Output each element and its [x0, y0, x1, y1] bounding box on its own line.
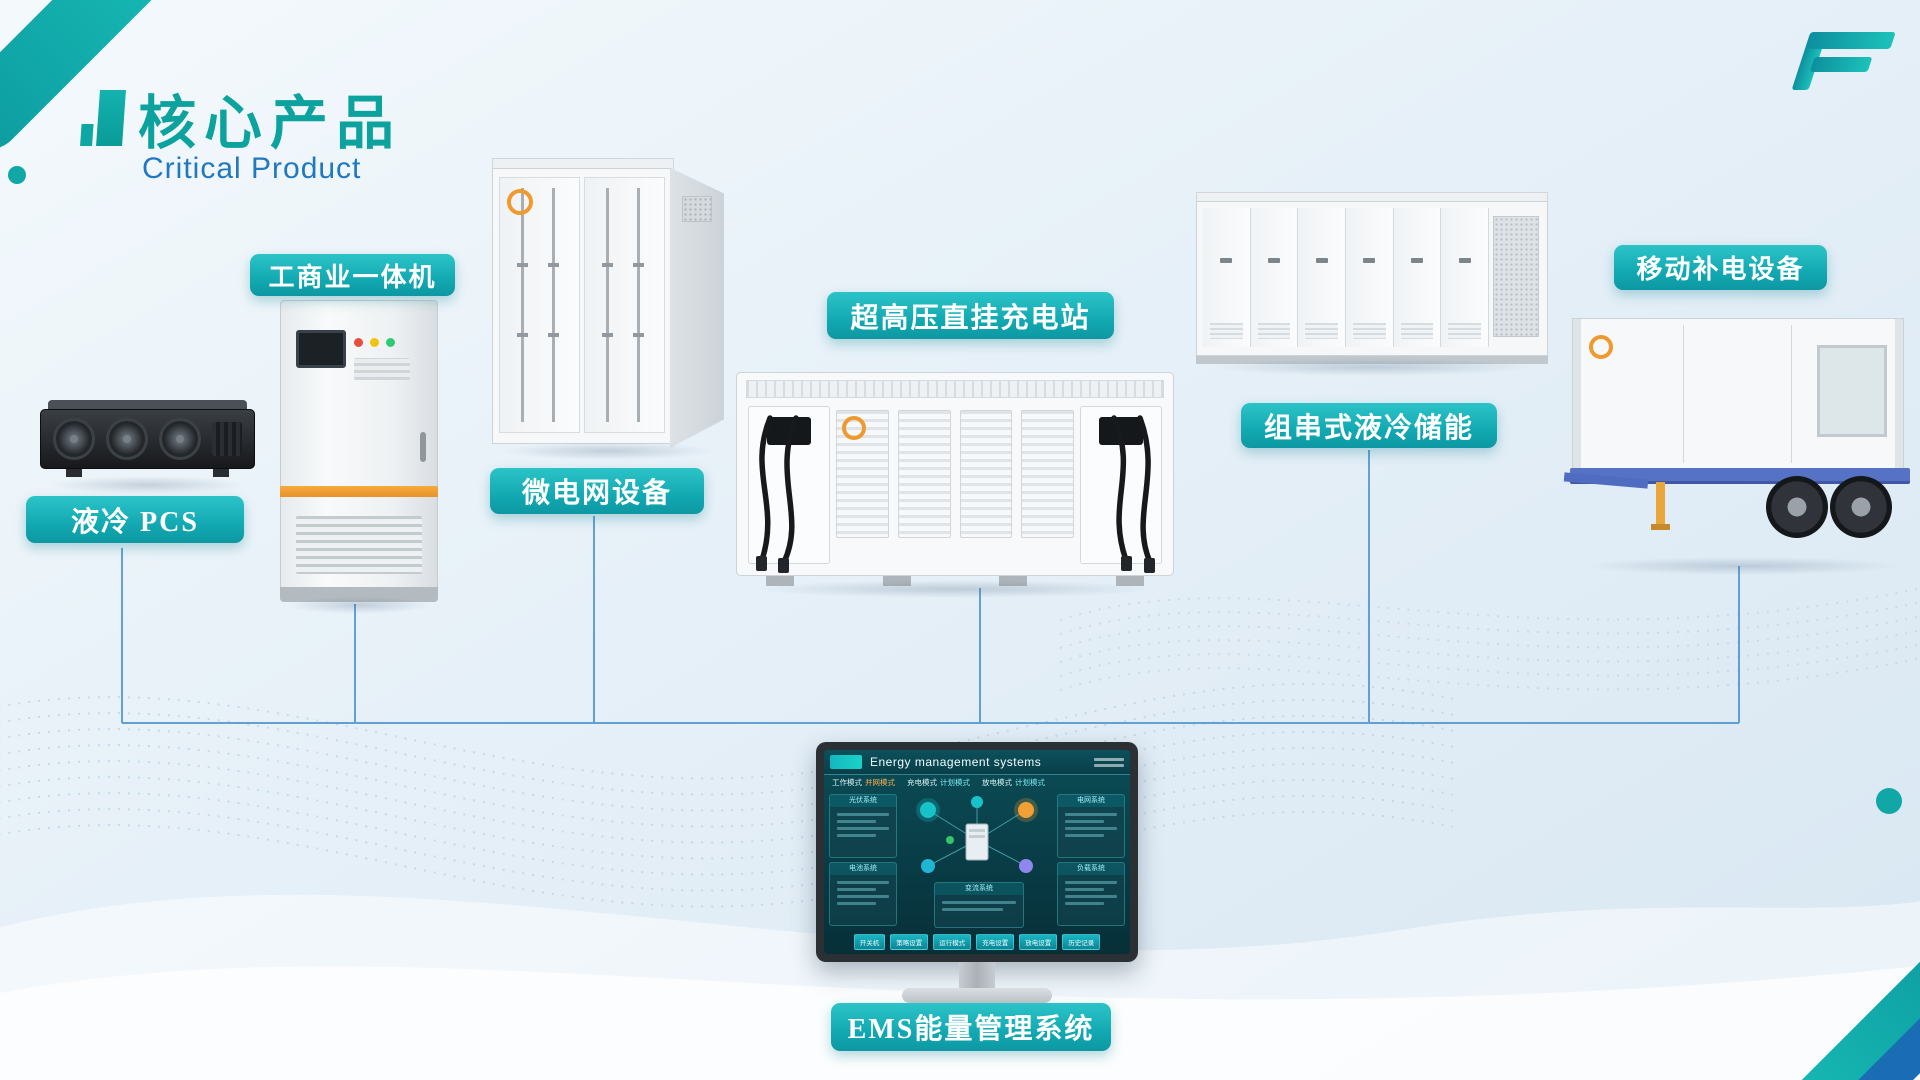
pcs-feet — [40, 469, 255, 477]
pcs-chassis — [40, 409, 255, 469]
status-item: 工作模式并网模式 — [832, 777, 895, 787]
shadow — [1583, 557, 1902, 575]
door-panel — [584, 177, 665, 433]
shadow — [1210, 358, 1534, 376]
ems-panel-converter: 变流系统 — [934, 882, 1024, 928]
container-base — [1196, 356, 1548, 364]
door-row — [1203, 208, 1490, 347]
ems-button: 开关机 — [853, 934, 886, 950]
ems-logo-icon — [830, 755, 862, 769]
pcs-vent-panel — [212, 422, 242, 456]
ems-button-row: 开关机 策略设置 运行模式 充电设置 放电设置 历史记录 — [824, 934, 1130, 950]
fan-icon — [53, 418, 95, 460]
ems-panel-pv: 光伏系统 — [829, 794, 897, 858]
ems-panel-load: 负载系统 — [1057, 862, 1125, 926]
ems-clock — [1094, 757, 1124, 767]
monitor-neck — [959, 962, 995, 988]
product-liquid-cooled-pcs — [40, 400, 255, 494]
monitor-bezel: Energy management systems 工作模式并网模式 充电模式计… — [816, 742, 1138, 962]
charging-cables-icon — [1111, 415, 1155, 573]
ems-status-row: 工作模式并网模式 充电模式计划模式 放电模式计划模式 — [824, 774, 1130, 790]
panel-title: 变流系统 — [935, 883, 1023, 895]
corner-dot-teal — [8, 166, 26, 184]
ems-button: 运行模式 — [933, 934, 972, 950]
trailer-frame — [1570, 468, 1910, 484]
charging-cables-icon — [756, 415, 799, 573]
label-microgrid: 微电网设备 — [490, 468, 704, 514]
door-handle — [420, 432, 426, 462]
label-ems: EMS能量管理系统 — [831, 1003, 1111, 1051]
ems-monitor: Energy management systems 工作模式并网模式 充电模式计… — [816, 742, 1138, 1004]
container-body — [1572, 318, 1904, 470]
landing-leg — [1651, 482, 1670, 530]
panel-title: 光伏系统 — [830, 795, 896, 807]
orange-stripe — [280, 486, 438, 497]
brand-badge-icon — [507, 189, 533, 215]
ems-flow-diagram — [916, 796, 1038, 873]
panel-title: 电池系统 — [830, 863, 896, 875]
louver-doors — [836, 410, 1074, 538]
label-string-storage: 组串式液冷储能 — [1241, 403, 1497, 448]
door-panel — [499, 177, 580, 433]
open-bay — [1817, 345, 1887, 437]
top-vent — [746, 380, 1164, 398]
ems-panel-grid: 电网系统 — [1057, 794, 1125, 858]
label-mobile-power: 移动补电设备 — [1614, 245, 1827, 290]
brand-badge-icon — [1589, 335, 1613, 359]
brand-logo-icon — [1791, 30, 1905, 100]
cabinet-keypad — [354, 358, 410, 380]
brand-badge-icon — [842, 416, 866, 440]
status-item: 充电模式计划模式 — [907, 777, 970, 787]
ems-title: Energy management systems — [870, 755, 1042, 769]
cabinet-base — [280, 587, 438, 602]
ems-panel-battery: 电池系统 — [829, 862, 897, 926]
end-vent — [1493, 216, 1539, 337]
ems-header: Energy management systems — [824, 750, 1130, 775]
panel-title: 负载系统 — [1058, 863, 1124, 875]
monitor-base — [902, 988, 1052, 1003]
page-subtitle: Critical Product — [142, 152, 362, 185]
container-side — [670, 167, 724, 448]
pcs-top-edge — [48, 400, 247, 409]
shadow — [48, 476, 247, 494]
product-microgrid-container — [492, 158, 724, 460]
fan-icon — [159, 418, 201, 460]
vent-grille — [296, 516, 422, 574]
title-mark-icon — [96, 90, 126, 146]
ems-button: 历史记录 — [1062, 934, 1101, 950]
station-feet — [736, 576, 1174, 586]
container-body — [1196, 201, 1548, 356]
indicator-lights — [354, 338, 395, 347]
shadow — [753, 580, 1157, 598]
ems-button: 策略设置 — [890, 934, 929, 950]
right-edge-dot — [1876, 788, 1902, 814]
label-all-in-one: 工商业一体机 — [250, 254, 455, 296]
fan-icon — [106, 418, 148, 460]
ems-button: 放电设置 — [1019, 934, 1058, 950]
container-front — [492, 168, 672, 444]
shadow — [501, 442, 715, 460]
shadow — [286, 596, 432, 614]
product-mobile-power — [1563, 318, 1915, 575]
product-charging-station — [736, 372, 1174, 598]
ems-screen: Energy management systems 工作模式并网模式 充电模式计… — [824, 750, 1130, 954]
status-item: 放电模式计划模式 — [982, 777, 1045, 787]
cabinet-screen — [296, 330, 346, 368]
side-vent — [682, 196, 712, 222]
ems-button: 充电设置 — [976, 934, 1015, 950]
product-all-in-one-cabinet — [280, 300, 438, 614]
panel-title: 电网系统 — [1058, 795, 1124, 807]
wheel-icon — [1830, 476, 1892, 538]
wheel-icon — [1766, 476, 1828, 538]
label-charging-station: 超高压直挂充电站 — [827, 292, 1114, 339]
product-string-storage — [1196, 192, 1548, 376]
label-liquid-cooled-pcs: 液冷 PCS — [26, 496, 244, 543]
page-title: 核心产品 — [138, 91, 403, 156]
container-doors — [499, 177, 665, 433]
